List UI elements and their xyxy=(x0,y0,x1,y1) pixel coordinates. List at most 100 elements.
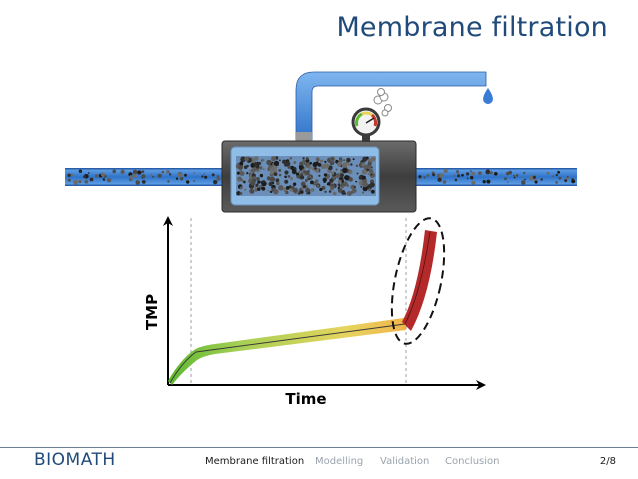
particle xyxy=(129,175,134,179)
particle xyxy=(157,173,162,178)
particle xyxy=(329,178,334,183)
particle xyxy=(513,174,515,177)
particle xyxy=(239,161,244,166)
particle xyxy=(246,172,249,175)
particle xyxy=(330,186,335,191)
particle xyxy=(178,172,183,178)
nav-modelling[interactable]: Modelling xyxy=(315,456,364,467)
particle xyxy=(250,168,256,173)
particle xyxy=(175,177,179,180)
particle xyxy=(352,188,357,193)
particle xyxy=(254,188,258,192)
particle xyxy=(201,175,204,178)
particle xyxy=(439,173,445,178)
particle xyxy=(456,171,460,174)
particle xyxy=(461,173,464,177)
particle xyxy=(67,173,71,177)
particle xyxy=(211,173,215,177)
particle xyxy=(248,179,252,183)
particle xyxy=(103,178,105,181)
particle xyxy=(300,190,304,194)
particle xyxy=(470,170,472,173)
particle xyxy=(167,180,170,183)
particle xyxy=(368,168,374,174)
particle xyxy=(350,184,356,190)
particle xyxy=(478,171,482,176)
particle xyxy=(315,157,320,162)
particle xyxy=(552,175,554,178)
particle xyxy=(339,157,343,161)
particle xyxy=(523,171,526,175)
particle xyxy=(336,161,342,167)
particle xyxy=(184,173,187,177)
particle xyxy=(278,185,284,191)
particle xyxy=(141,174,146,179)
particle xyxy=(73,179,78,185)
particle xyxy=(454,178,458,182)
particle xyxy=(255,162,258,165)
particle xyxy=(267,189,270,192)
particle xyxy=(270,171,273,175)
particle xyxy=(355,164,359,167)
particle xyxy=(513,176,516,179)
particle xyxy=(275,181,280,186)
particle xyxy=(83,175,87,179)
particle xyxy=(323,163,330,169)
particle xyxy=(135,180,140,185)
particle xyxy=(303,167,306,170)
particle xyxy=(152,175,155,178)
particle xyxy=(169,173,172,176)
particle xyxy=(285,190,289,195)
particle xyxy=(486,179,491,184)
particle xyxy=(284,170,289,175)
particle xyxy=(423,176,426,179)
particle xyxy=(298,192,301,195)
particle xyxy=(216,176,221,181)
particle xyxy=(341,178,344,181)
particle xyxy=(310,180,314,185)
particle xyxy=(273,189,279,195)
particle xyxy=(203,173,205,175)
particle xyxy=(287,175,291,178)
particle xyxy=(305,158,310,163)
water-drop-icon xyxy=(483,88,493,104)
particle xyxy=(140,170,144,174)
particle xyxy=(506,171,510,176)
particle xyxy=(314,167,317,170)
particle xyxy=(237,179,241,183)
particle xyxy=(84,179,89,184)
particle xyxy=(299,161,304,166)
particle xyxy=(335,173,341,179)
particle xyxy=(246,164,249,168)
particle xyxy=(356,172,359,175)
particle xyxy=(307,191,311,195)
nav-membrane-filtration[interactable]: Membrane filtration xyxy=(205,456,305,467)
fouling-segment xyxy=(402,230,437,331)
particle xyxy=(291,185,295,190)
particle xyxy=(361,162,366,167)
nav-validation[interactable]: Validation xyxy=(380,456,430,467)
particle xyxy=(133,173,137,178)
logo: BIOMATH xyxy=(34,450,116,470)
particle xyxy=(348,177,353,182)
particle xyxy=(482,180,486,184)
particle xyxy=(255,183,259,187)
nav-conclusion[interactable]: Conclusion xyxy=(445,456,500,467)
particle xyxy=(504,177,507,181)
particle xyxy=(466,177,469,180)
particle xyxy=(489,171,493,175)
particle xyxy=(342,167,348,174)
particle xyxy=(332,191,337,196)
particle xyxy=(268,181,273,187)
particle xyxy=(302,157,305,160)
particle xyxy=(238,164,243,170)
tmp-curve-line xyxy=(169,323,406,384)
particle xyxy=(323,173,328,177)
particle xyxy=(352,158,355,161)
particle xyxy=(571,179,576,184)
particle xyxy=(370,156,376,162)
particle xyxy=(79,170,82,173)
particle xyxy=(244,188,247,191)
particle xyxy=(453,174,456,177)
